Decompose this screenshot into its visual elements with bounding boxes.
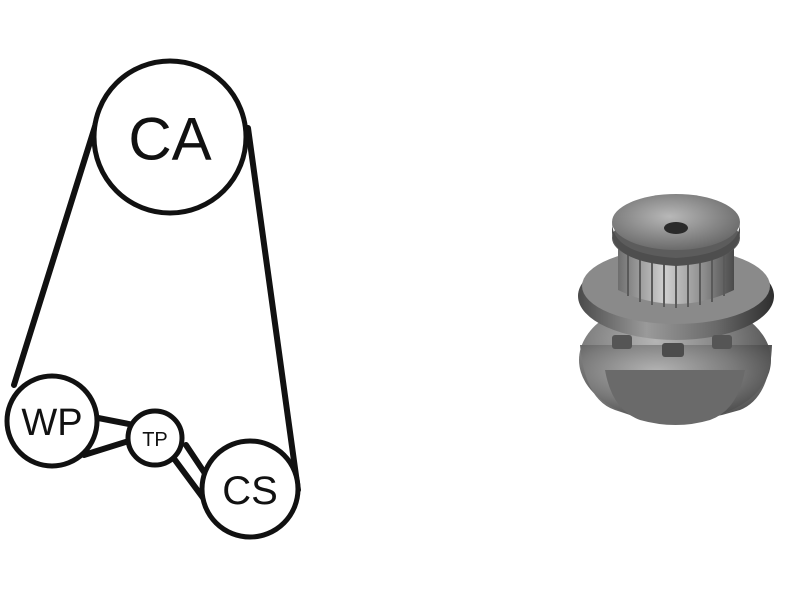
pulley-ca-circle (91, 58, 249, 216)
pulley-cs-circle (199, 438, 301, 540)
flange-lug (612, 335, 632, 349)
pulley-ca-label: CA (128, 106, 211, 173)
pulley-tp: TP (125, 408, 185, 468)
pulley-tp-label: TP (142, 429, 168, 451)
water-pump-photo (578, 194, 774, 425)
belt-diagram: CA WP TP CS (4, 58, 301, 540)
pump-shaft-hole (664, 222, 688, 234)
pulley-tp-circle (125, 408, 185, 468)
pulley-ca: CA (91, 58, 249, 216)
flange-lug (712, 335, 732, 349)
timing-belt (11, 117, 301, 521)
pump-hub-rim (612, 222, 740, 266)
pulley-wp-circle (4, 373, 100, 469)
pulley-cs-label: CS (222, 469, 278, 513)
flange-lug (662, 343, 684, 357)
pulley-cs: CS (199, 438, 301, 540)
pump-inlet-neck (605, 370, 745, 425)
pulley-wp: WP (4, 373, 100, 469)
pulley-wp-label: WP (21, 402, 82, 444)
